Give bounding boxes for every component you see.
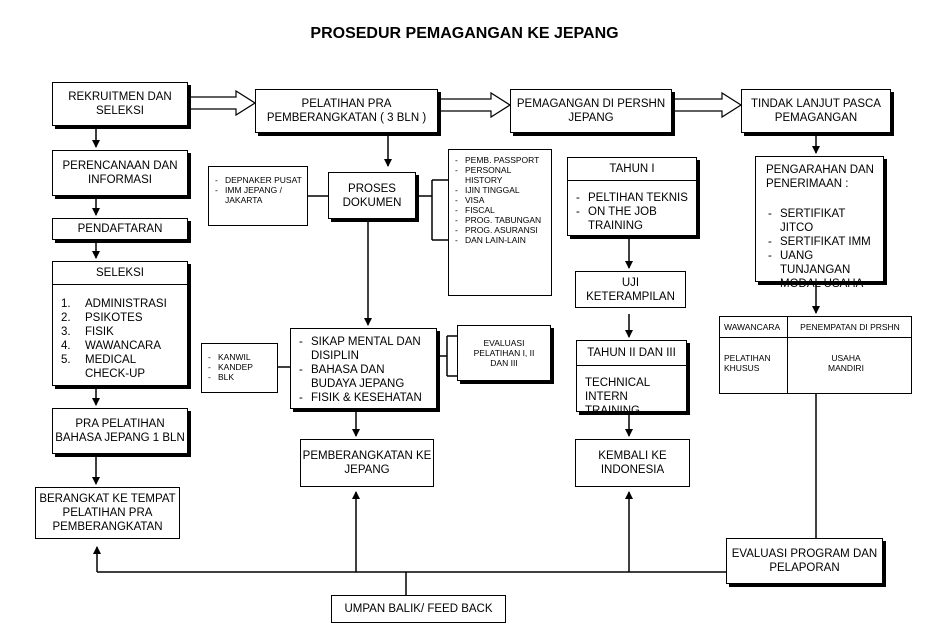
sikap-item: SIKAP MENTAL DAN DISIPLIN [297, 335, 430, 363]
table-head-right: PENEMPATAN DI PRSHN [800, 322, 900, 332]
proses-dokumen-box: PROSES DOKUMEN [328, 172, 416, 219]
seleksi-item-number: 5. [61, 354, 71, 366]
evaluasi-program-box: EVALUASI PROGRAM DAN PELAPORAN [726, 538, 883, 584]
proses-dokumen-label: PROSES DOKUMEN [342, 182, 402, 209]
depnaker-box: DEPNAKER PUSATIMM JEPANG / JAKARTA [208, 166, 308, 226]
seleksi-item-number: 2. [61, 312, 71, 324]
table-cell-right: USAHA MANDIRI [828, 353, 864, 373]
tindak-lanjut-box: TINDAK LANJUT PASCA PEMAGANGAN [741, 89, 891, 133]
pengarahan-title: PENGARAHAN DAN PENERIMAAN : [766, 164, 874, 190]
perencanaan-label: PERENCANAAN DAN INFORMASI [62, 160, 178, 186]
seleksi-item: 2. PSIKOTES [61, 311, 179, 325]
pendaftaran-box: PENDAFTARAN [52, 218, 188, 240]
seleksi-item-text: FISIK [85, 326, 114, 338]
pemagangan-label: PEMAGANGAN DI PERSHN JEPANG [516, 98, 666, 124]
kanwil-list: KANWILKANDEPBLK [206, 352, 273, 382]
evaluasi-program-label: EVALUASI PROGRAM DAN PELAPORAN [731, 548, 878, 574]
pengarahan-item: SERTIFIKAT IMM [766, 235, 875, 249]
seleksi-item-text: MEDICAL CHECK-UP [85, 354, 146, 380]
rekrutmen-label: REKRUITMEN DAN SELEKSI [68, 91, 172, 117]
kembali-label: KEMBALI KE INDONESIA [598, 450, 667, 476]
seleksi-title: SELEKSI [53, 262, 187, 285]
kanwil-box: KANWILKANDEPBLK [201, 343, 278, 393]
pra-pelatihan-box: PRA PELATIHAN BAHASA JEPANG 1 BLN [52, 408, 188, 454]
dokumen-item: PERSONAL HISTORY [453, 165, 547, 185]
seleksi-item-text: WAWANCARA [85, 340, 162, 352]
tahun1-item: PELTIHAN TEKNIS [574, 191, 690, 205]
tindak-lanjut-label: TINDAK LANJUT PASCA PEMAGANGAN [751, 98, 881, 124]
kanwil-item: KANWIL [206, 352, 273, 362]
pengarahan-box: PENGARAHAN DAN PENERIMAAN : SERTIFIKAT J… [755, 156, 884, 290]
dokumen-item: VISA [453, 195, 547, 205]
uji-keterampilan-box: UJI KETERAMPILAN [575, 271, 686, 308]
pemberangkatan-box: PEMBERANGKATAN KE JEPANG [300, 439, 434, 487]
dokumen-item: DAN LAIN-LAIN [453, 235, 547, 245]
page-title: PROSEDUR PEMAGANGAN KE JEPANG [310, 25, 619, 42]
tahun1-box: TAHUN I PELTIHAN TEKNISON THE JOB TRAINI… [567, 157, 697, 236]
pemberangkatan-label: PEMBERANGKATAN KE JEPANG [302, 450, 432, 476]
depnaker-item: DEPNAKER PUSAT [213, 175, 303, 185]
umpan-balik-box: UMPAN BALIK/ FEED BACK [331, 595, 506, 623]
sikap-list: SIKAP MENTAL DAN DISIPLINBAHASA DAN BUDA… [297, 335, 430, 405]
seleksi-item-number: 3. [61, 326, 71, 338]
tahun1-item: ON THE JOB TRAINING [574, 205, 690, 233]
kanwil-item: BLK [206, 372, 273, 382]
depnaker-list: DEPNAKER PUSATIMM JEPANG / JAKARTA [213, 175, 303, 205]
depnaker-item: IMM JEPANG / JAKARTA [213, 185, 303, 205]
table-cell-left: PELATIHAN KHUSUS [724, 353, 771, 373]
seleksi-item-text: ADMINISTRASI [85, 298, 167, 310]
uji-keterampilan-label: UJI KETERAMPILAN [586, 276, 675, 303]
sikap-item: FISIK & KESEHATAN [297, 391, 430, 405]
seleksi-item: 5. MEDICAL CHECK-UP [61, 353, 179, 381]
tahun2-title: TAHUN II DAN III [577, 341, 686, 366]
perencanaan-box: PERENCANAAN DAN INFORMASI [52, 150, 188, 196]
kanwil-item: KANDEP [206, 362, 273, 372]
dokumen-item: PROG. ASURANSI [453, 225, 547, 235]
evaluasi-pelatihan-box: EVALUASI PELATIHAN I, II DAN III [457, 325, 551, 381]
tahun1-title: TAHUN I [568, 158, 696, 181]
tahun2-box: TAHUN II DAN III TECHNICAL INTERN TRAINI… [576, 340, 687, 417]
table-head-left: WAWANCARA [724, 322, 781, 332]
evaluasi-pelatihan-label: EVALUASI PELATIHAN I, II DAN III [473, 338, 535, 368]
pelatihan-pra-box: PELATIHAN PRA PEMBERANGKATAN ( 3 BLN ) [255, 89, 438, 133]
pengarahan-list: SERTIFIKAT JITCOSERTIFIKAT IMMUANG TUNJA… [766, 191, 875, 291]
dokumen-list: PEMB. PASSPORTPERSONAL HISTORYIJIN TINGG… [453, 155, 547, 245]
seleksi-item-number: 1. [61, 298, 71, 310]
dokumen-item: FISCAL [453, 205, 547, 215]
sikap-item: BAHASA DAN BUDAYA JEPANG [297, 363, 430, 391]
seleksi-item: 3. FISIK [61, 325, 179, 339]
penempatan-table: WAWANCARA PENEMPATAN DI PRSHN PELATIHAN … [719, 316, 912, 394]
seleksi-item: 1. ADMINISTRASI [61, 297, 179, 311]
pengarahan-item: SERTIFIKAT JITCO [766, 207, 875, 235]
umpan-balik-label: UMPAN BALIK/ FEED BACK [344, 603, 493, 615]
pelatihan-pra-label: PELATIHAN PRA PEMBERANGKATAN ( 3 BLN ) [266, 98, 427, 124]
dokumen-item: PEMB. PASSPORT [453, 155, 547, 165]
seleksi-item-number: 4. [61, 340, 71, 352]
rekrutmen-box: REKRUITMEN DAN SELEKSI [52, 82, 188, 126]
dokumen-item: IJIN TINGGAL [453, 185, 547, 195]
pra-pelatihan-label: PRA PELATIHAN BAHASA JEPANG 1 BLN [55, 418, 185, 444]
seleksi-item: 4. WAWANCARA [61, 339, 179, 353]
sikap-box: SIKAP MENTAL DAN DISIPLINBAHASA DAN BUDA… [290, 328, 437, 409]
seleksi-item-text: PSIKOTES [85, 312, 143, 324]
dokumen-box: PEMB. PASSPORTPERSONAL HISTORYIJIN TINGG… [448, 149, 552, 296]
tahun2-body: TECHNICAL INTERN TRAINING [585, 377, 650, 417]
seleksi-list: 1. ADMINISTRASI 2. PSIKOTES 3. FISIK 4. WAWANCA… [53, 285, 187, 381]
tahun1-list: PELTIHAN TEKNISON THE JOB TRAINING [568, 181, 696, 233]
kembali-box: KEMBALI KE INDONESIA [575, 439, 690, 487]
berangkat-box: BERANGKAT KE TEMPAT PELATIHAN PRA PEMBER… [35, 487, 180, 539]
pendaftaran-label: PENDAFTARAN [77, 223, 163, 235]
berangkat-label: BERANGKAT KE TEMPAT PELATIHAN PRA PEMBER… [39, 493, 176, 533]
dokumen-item: PROG. TABUNGAN [453, 215, 547, 225]
pemagangan-box: PEMAGANGAN DI PERSHN JEPANG [510, 89, 672, 133]
pengarahan-item: UANG TUNJANGAN MODAL USAHA [766, 249, 875, 291]
